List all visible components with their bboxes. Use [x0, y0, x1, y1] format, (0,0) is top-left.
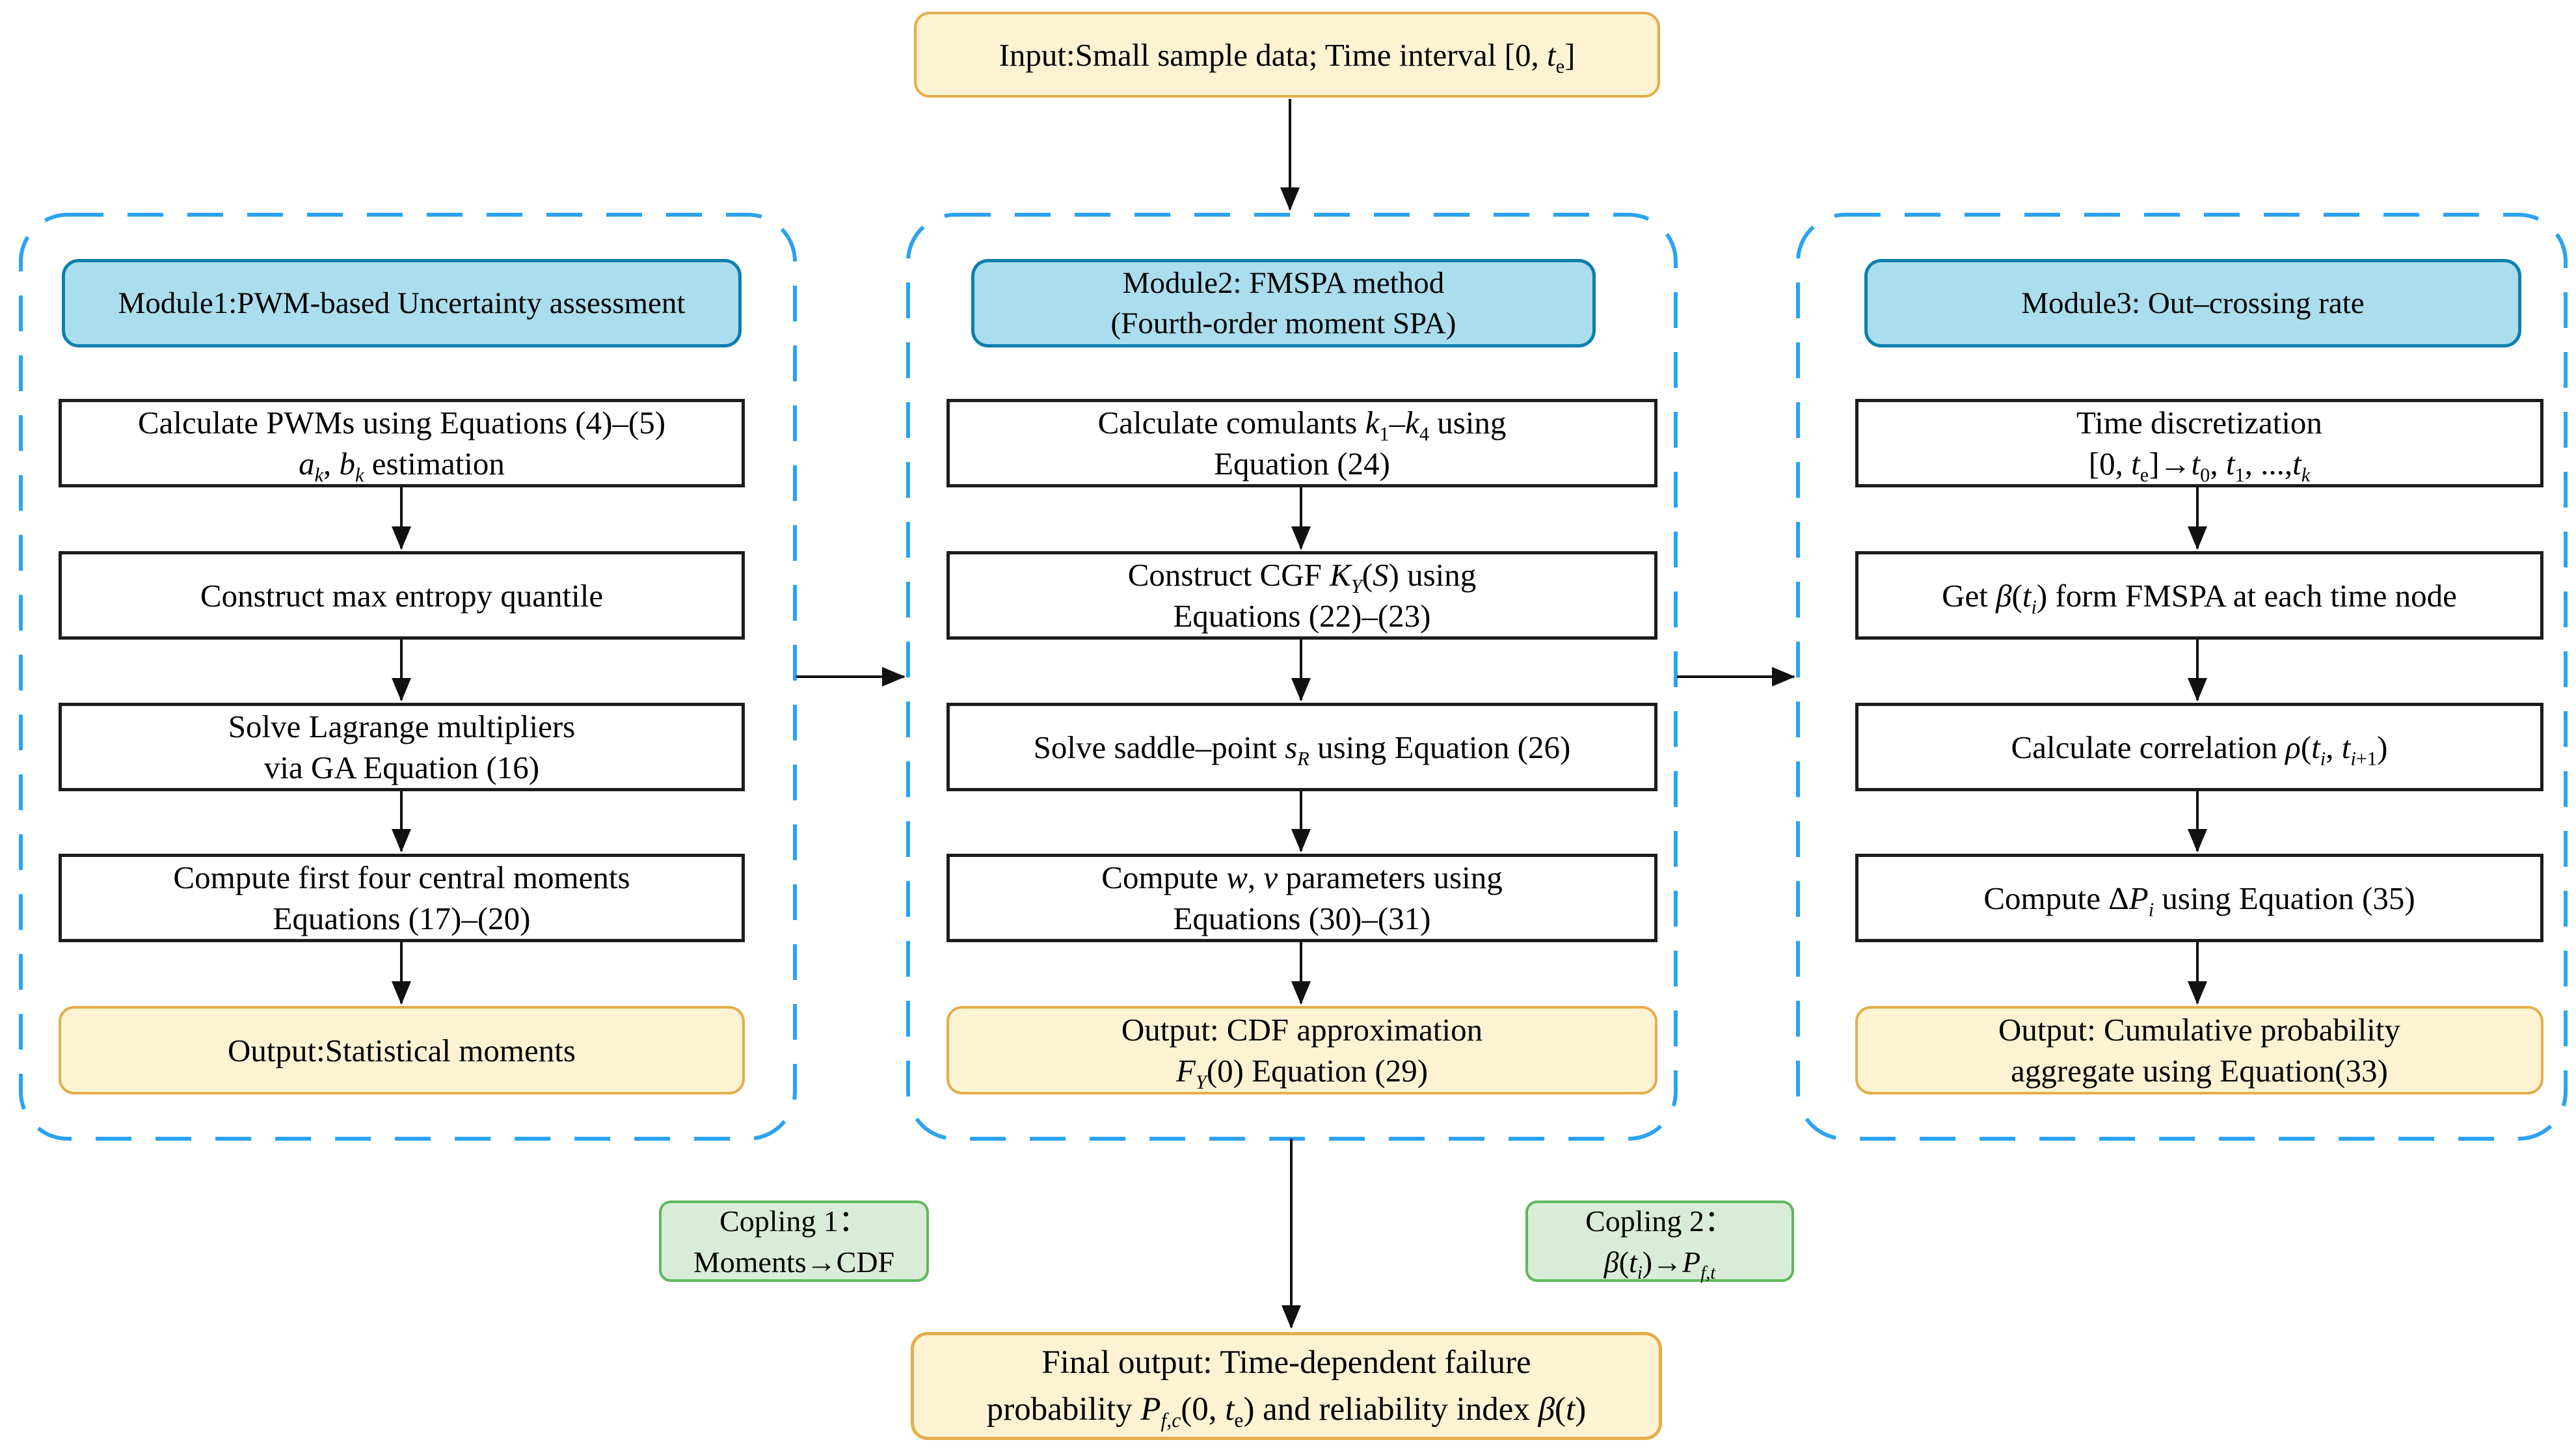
module2-header: Module2: FMSPA method(Fourth-order momen… [971, 259, 1596, 347]
module3-step-correlation: Calculate correlation ρ(ti, ti+1) [1855, 703, 2543, 791]
module2-step-saddle-point: Solve saddle–point sR using Equation (26… [946, 703, 1657, 791]
module3-step-time-discretization: Time discretization[0, te]→t0, t1, ...,t… [1855, 399, 2543, 487]
module1-step-calc-pwms: Calculate PWMs using Equations (4)–(5)ak… [59, 399, 745, 487]
module3-boundary [1796, 213, 2568, 1141]
coupling-2-node: Copling 2： β(ti)→Pf,t [1525, 1201, 1794, 1282]
module1-header: Module1:PWM-based Uncertainty assessment [62, 259, 742, 347]
module2-boundary [906, 213, 1678, 1141]
module3-step-delta-p: Compute ΔPi using Equation (35) [1855, 854, 2543, 942]
module3-header: Module3: Out–crossing rate [1864, 259, 2521, 347]
module1-boundary [19, 213, 797, 1141]
module1-output-node: Output:Statistical moments [59, 1006, 745, 1094]
input-node: Input:Small sample data; Time interval [… [914, 12, 1660, 98]
module1-step-max-entropy: Construct max entropy quantile [59, 551, 745, 640]
module3-step-beta-fmspa: Get β(ti) form FMSPA at each time node [1855, 551, 2543, 640]
coupling-1-node: Copling 1： Moments→CDF [659, 1201, 929, 1282]
